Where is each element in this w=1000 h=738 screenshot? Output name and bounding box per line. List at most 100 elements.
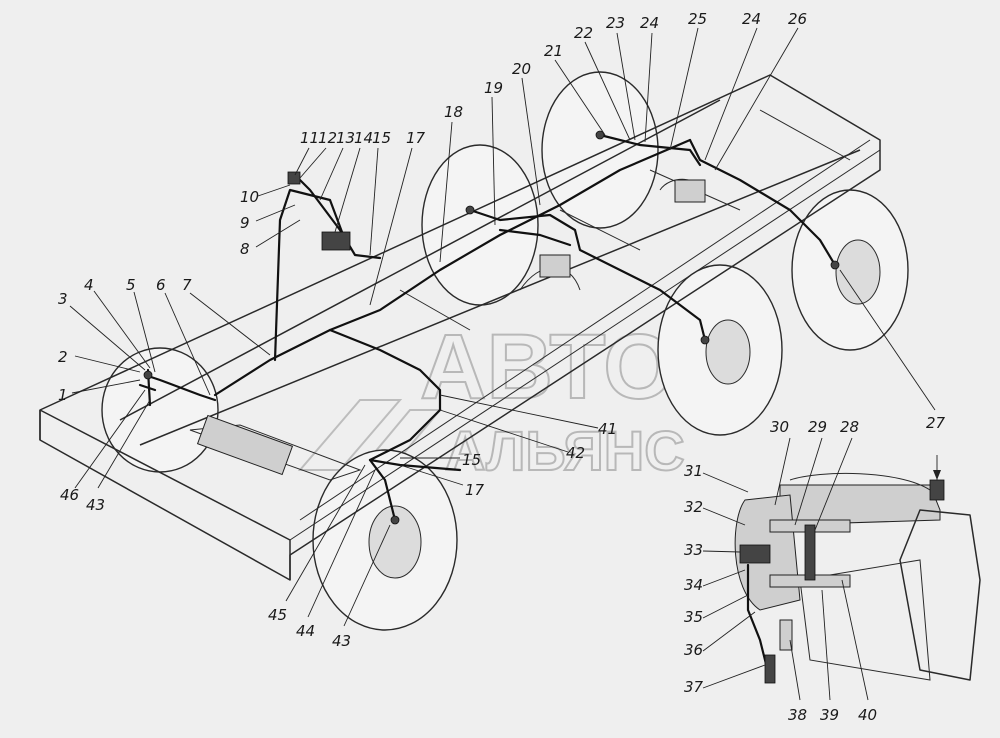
callout-11: 11: [300, 129, 319, 147]
callout-44: 44: [296, 622, 315, 640]
leader-44: [307, 469, 376, 618]
cable-connector-37: [764, 654, 776, 684]
harness-mid-branch: [498, 228, 572, 247]
callout-46: 46: [60, 486, 79, 504]
hub-rear-right: [835, 239, 881, 305]
callout-17-lower: 17: [465, 481, 485, 499]
hub-mid-right: [705, 319, 751, 385]
leader-21: [554, 59, 606, 136]
callout-12: 12: [318, 129, 337, 147]
callout-15-lower: 15: [462, 451, 481, 469]
leader-38: [789, 639, 801, 701]
leader-5: [133, 291, 156, 373]
callout-10: 10: [240, 188, 259, 206]
callout-25: 25: [688, 10, 707, 28]
harness-front-left: [143, 373, 217, 402]
callout-19: 19: [484, 79, 503, 97]
leader-22: [584, 41, 631, 141]
leader-15a: [369, 147, 379, 256]
callout-9: 9: [240, 214, 250, 232]
callout-3: 3: [58, 290, 68, 308]
callout-43-left: 43: [86, 496, 105, 514]
axle-shaft: [804, 524, 816, 581]
leader-20: [521, 77, 541, 206]
leader-6: [164, 292, 211, 396]
arrow-head-27: [933, 470, 941, 480]
leader-18: [439, 121, 453, 263]
leader-40: [841, 579, 869, 701]
gearbox: [196, 414, 294, 476]
callout-5: 5: [126, 276, 136, 294]
callout-22: 22: [574, 24, 593, 42]
leader-11: [294, 147, 310, 176]
harness-cab-riser: [273, 188, 347, 362]
leader-30: [774, 437, 791, 506]
sensor-1: [143, 370, 153, 380]
callout-39: 39: [820, 706, 839, 724]
leader-37: [702, 664, 766, 689]
callout-4: 4: [84, 276, 94, 294]
rear-wheels: [101, 71, 909, 631]
leader-46: [74, 389, 146, 489]
callout-45: 45: [268, 606, 287, 624]
callout-21: 21: [544, 42, 563, 60]
leader-7: [189, 292, 271, 356]
callout-40: 40: [858, 706, 877, 724]
leader-45: [285, 464, 366, 602]
frame-rails: [119, 99, 861, 446]
leader-10: [257, 184, 291, 197]
callout-1: 1: [58, 386, 68, 404]
leader-25: [669, 27, 699, 151]
sensor-21: [595, 130, 605, 140]
callout-34: 34: [684, 576, 703, 594]
hub-front-right: [368, 505, 422, 579]
callout-15-upper: 15: [372, 129, 391, 147]
relay-block: [321, 231, 351, 251]
harness-main-trunk: [213, 138, 692, 397]
leader-23: [616, 32, 636, 141]
harness-rear-upper: [598, 133, 702, 167]
callout-17-upper: 17: [406, 129, 426, 147]
leader-36: [702, 611, 756, 652]
callout-28: 28: [840, 418, 859, 436]
sensor-body-33: [739, 544, 771, 564]
leader-33: [702, 550, 741, 553]
callout-18: 18: [444, 103, 463, 121]
callout-32: 32: [684, 498, 703, 516]
callout-23: 23: [606, 14, 625, 32]
brake-drum: [899, 509, 981, 681]
callout-42: 42: [566, 444, 585, 462]
callout-14: 14: [354, 129, 373, 147]
hub-section-inset: [734, 455, 981, 684]
callout-13: 13: [336, 129, 355, 147]
harness-mid-axle: [468, 208, 707, 342]
harness-cab-branch: [293, 173, 382, 260]
callout-6: 6: [156, 276, 166, 294]
callout-24-right: 24: [742, 10, 761, 28]
hub-body: [799, 559, 931, 681]
callout-2: 2: [58, 348, 68, 366]
sensor-27-detail: [929, 479, 945, 501]
leader-34: [702, 569, 746, 587]
callout-30: 30: [770, 418, 789, 436]
axle-housing-2: [674, 179, 706, 203]
harness-rear-right: [688, 138, 837, 267]
leader-27a: [839, 269, 936, 411]
leader-43b: [343, 524, 391, 627]
leader-1: [71, 379, 141, 394]
leader-2: [74, 355, 141, 373]
leader-35: [702, 594, 749, 619]
callout-27-right: 27: [926, 414, 946, 432]
leader-41: [439, 394, 599, 429]
sensor-19: [465, 205, 475, 215]
leader-42: [439, 409, 569, 453]
callout-29: 29: [808, 418, 827, 436]
sensor-mid: [700, 335, 710, 345]
callout-35: 35: [684, 608, 703, 626]
callout-7: 7: [182, 276, 192, 294]
leader-17b: [399, 464, 464, 486]
leader-13: [319, 147, 344, 201]
leader-39: [821, 589, 831, 701]
frame-rail-right: [289, 139, 881, 541]
